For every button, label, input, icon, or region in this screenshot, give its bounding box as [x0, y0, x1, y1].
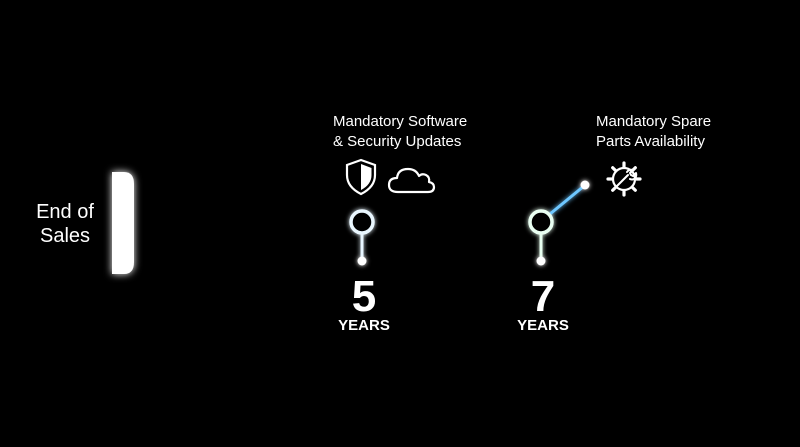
milestone-node-5-years: [349, 209, 375, 266]
milestone-unit-software: YEARS: [338, 317, 390, 334]
end-of-sales-line2: Sales: [39, 225, 91, 247]
milestone-value-software: 5: [351, 272, 377, 321]
milestone-title-line2: Parts Availability: [596, 133, 705, 150]
milestone-title-software: Mandatory Software & Security Updates: [333, 112, 467, 152]
milestone-title-line1: Mandatory Software: [333, 113, 468, 130]
end-of-sales-label: End of Sales: [20, 200, 110, 248]
cloud-icon: [387, 167, 436, 194]
milestone-title-spare-parts: Mandatory Spare Parts Availability: [596, 112, 711, 152]
gear-wrench-icon: [606, 161, 642, 197]
shield-icon: [345, 158, 377, 196]
end-of-sales-line1: End of: [36, 201, 94, 223]
milestone-value-spare-parts: 7: [530, 272, 556, 321]
milestone-title-line2: & Security Updates: [333, 133, 462, 150]
end-of-sales-bracket: [112, 172, 134, 274]
milestone-unit-spare-parts: YEARS: [517, 317, 569, 334]
milestone-title-line1: Mandatory Spare: [596, 113, 712, 130]
milestone-node-7-years: [528, 180, 590, 266]
